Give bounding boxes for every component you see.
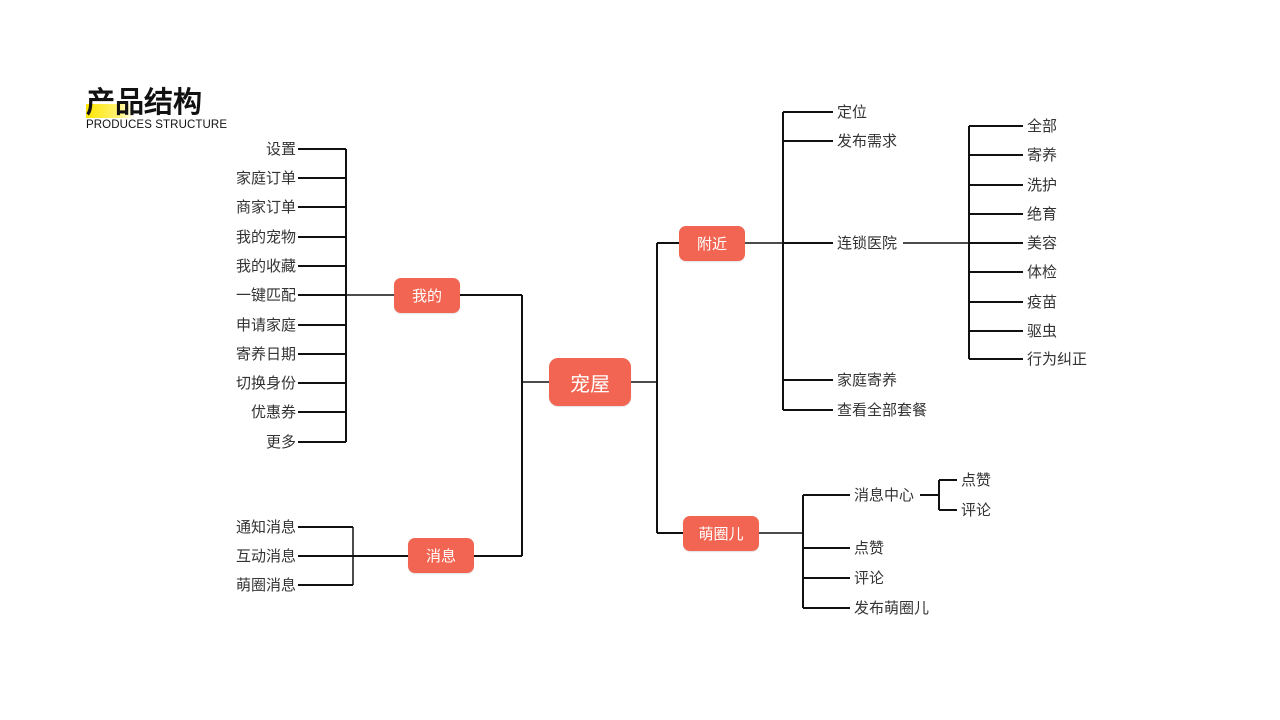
leaf-nearby-item[interactable]: 家庭寄养	[837, 371, 898, 389]
node-mine[interactable]: 我的	[394, 278, 460, 313]
leaf-mine-item[interactable]: 优惠券	[250, 403, 296, 421]
node-messages[interactable]: 消息	[408, 538, 474, 573]
leaf-circle-item[interactable]: 点赞	[854, 539, 885, 557]
page-subtitle: PRODUCES STRUCTURE	[86, 119, 228, 131]
node-circle-label: 萌圈儿	[698, 525, 744, 543]
root-node-label: 宠屋	[570, 371, 610, 396]
leaf-nearby-item[interactable]: 发布需求	[837, 132, 898, 150]
leaf-hospital-item[interactable]: 洗护	[1027, 176, 1058, 194]
leaf-mine-item[interactable]: 设置	[265, 140, 296, 158]
leaf-mine-item[interactable]: 切换身份	[235, 374, 296, 392]
leaf-hospital-item[interactable]: 驱虫	[1027, 322, 1058, 340]
leaf-messages-item[interactable]: 通知消息	[235, 518, 296, 536]
leaf-mine-item[interactable]: 申请家庭	[235, 316, 296, 334]
leaf-messages-item[interactable]: 萌圈消息	[235, 576, 296, 594]
node-mine-label: 我的	[411, 287, 442, 305]
leaf-messages-item[interactable]: 互动消息	[235, 547, 296, 565]
leaf-nearby-item[interactable]: 定位	[837, 103, 868, 121]
leaf-hospital-item[interactable]: 全部	[1027, 117, 1058, 135]
leaf-mine-item[interactable]: 一键匹配	[235, 286, 296, 304]
leaf-nearby-item[interactable]: 查看全部套餐	[837, 401, 928, 419]
leaf-circle-item[interactable]: 消息中心	[854, 486, 915, 504]
node-nearby-label: 附近	[696, 235, 727, 253]
leaf-mine-item[interactable]: 更多	[265, 433, 296, 451]
leaf-circle-item[interactable]: 发布萌圈儿	[854, 599, 930, 617]
leaf-mine-item[interactable]: 商家订单	[235, 198, 296, 216]
leaf-mine-item[interactable]: 家庭订单	[235, 169, 296, 187]
leaf-hospital-item[interactable]: 绝育	[1027, 205, 1058, 223]
leaf-mine-item[interactable]: 我的收藏	[235, 257, 296, 275]
root-node[interactable]: 宠屋	[549, 358, 631, 406]
node-messages-label: 消息	[425, 547, 456, 565]
leaf-circle-item[interactable]: 评论	[854, 569, 885, 587]
title-highlight	[86, 104, 134, 118]
page-header: 产品结构 PRODUCES STRUCTURE	[86, 85, 227, 131]
leaf-hospital-item[interactable]: 美容	[1027, 234, 1058, 252]
leaf-hospital-item[interactable]: 行为纠正	[1027, 350, 1088, 368]
leaf-message-center-item[interactable]: 点赞	[961, 471, 992, 489]
leaf-nearby-item[interactable]: 连锁医院	[837, 234, 898, 252]
leaf-hospital-item[interactable]: 体检	[1027, 263, 1058, 281]
leaf-message-center-item[interactable]: 评论	[961, 501, 992, 519]
leaf-mine-item[interactable]: 我的宠物	[235, 228, 296, 246]
page-title: 产品结构	[86, 85, 203, 119]
node-nearby[interactable]: 附近	[679, 226, 745, 261]
leaf-hospital-item[interactable]: 疫苗	[1027, 293, 1058, 311]
leaf-mine-item[interactable]: 寄养日期	[235, 345, 296, 363]
leaf-hospital-item[interactable]: 寄养	[1027, 146, 1058, 164]
node-circle[interactable]: 萌圈儿	[683, 516, 759, 551]
